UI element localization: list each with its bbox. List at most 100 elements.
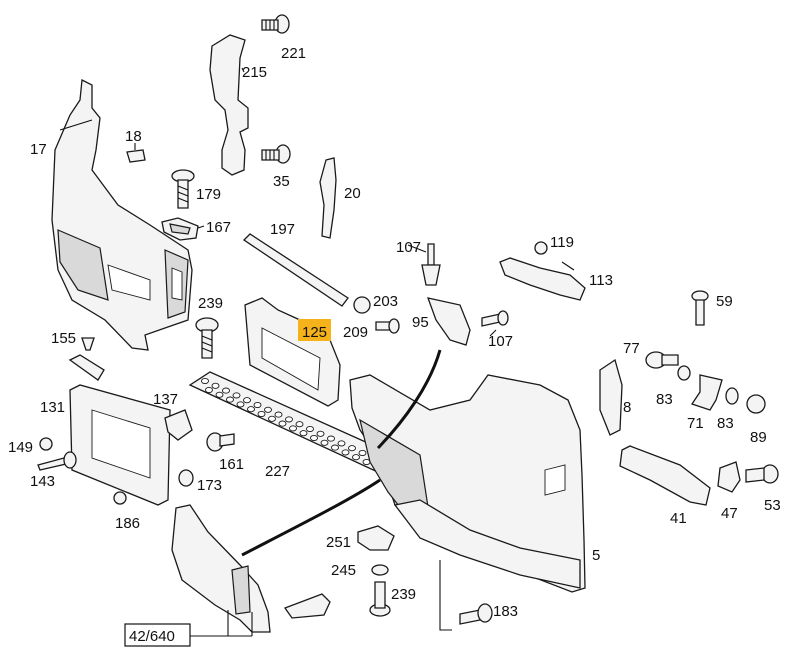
grille-hole (268, 415, 276, 422)
label-239b[interactable]: 239 (391, 586, 416, 603)
label-161[interactable]: 161 (219, 456, 244, 473)
label-131[interactable]: 131 (40, 399, 65, 416)
label-59[interactable]: 59 (716, 293, 733, 310)
grille-hole (211, 382, 220, 389)
part-107-screw-lower[interactable] (481, 310, 509, 327)
part-186-clip[interactable] (113, 491, 127, 505)
part-239-bolt-upper[interactable] (195, 317, 219, 359)
label-179[interactable]: 179 (196, 186, 221, 203)
part-161-bolt[interactable] (206, 432, 235, 452)
label-107b[interactable]: 107 (488, 333, 513, 350)
part-239-bolt-lower[interactable] (369, 581, 391, 617)
part-17-bumper-end-left[interactable] (51, 78, 193, 351)
label-125[interactable]: 125 (302, 324, 327, 341)
label-53[interactable]: 53 (764, 497, 781, 514)
part-143-pin[interactable] (37, 451, 77, 471)
grille-hole (352, 454, 360, 461)
label-239a[interactable]: 239 (198, 295, 223, 312)
part-42-640-spoiler[interactable] (171, 504, 271, 633)
part-18-plug[interactable] (126, 143, 146, 163)
grille-hole (274, 411, 283, 418)
grille-hole (285, 416, 293, 423)
label-41[interactable]: 41 (670, 510, 687, 527)
label-167[interactable]: 167 (206, 219, 231, 236)
part-197-strip[interactable] (242, 233, 349, 307)
part-167-clip[interactable] (161, 217, 205, 241)
part-113-trim[interactable] (499, 257, 586, 301)
label-209[interactable]: 209 (343, 324, 368, 341)
label-35[interactable]: 35 (273, 173, 290, 190)
label-155[interactable]: 155 (51, 330, 76, 347)
label-83a[interactable]: 83 (656, 391, 673, 408)
grille-hole (215, 391, 224, 398)
label-18[interactable]: 18 (125, 128, 142, 145)
part-131-plate-holder[interactable] (69, 384, 171, 506)
part-83-washer-a[interactable] (677, 365, 691, 381)
label-137[interactable]: 137 (153, 391, 178, 408)
part-209-screw[interactable] (375, 318, 400, 334)
label-203[interactable]: 203 (373, 293, 398, 310)
label-197[interactable]: 197 (270, 221, 295, 238)
part-251-clip[interactable] (357, 525, 395, 551)
grille-hole (257, 410, 266, 418)
part-173-washer[interactable] (178, 469, 194, 487)
part-221-screw[interactable] (261, 14, 290, 34)
label-186[interactable]: 186 (115, 515, 140, 532)
label-107a[interactable]: 107 (396, 239, 421, 256)
part-41-bracket[interactable] (619, 445, 711, 506)
label-245[interactable]: 245 (331, 562, 356, 579)
grille-hole (295, 421, 304, 428)
part-5-main-bumper[interactable] (349, 374, 586, 593)
grille-hole (299, 430, 308, 437)
part-83-washer-b[interactable] (725, 387, 739, 405)
label-119[interactable]: 119 (550, 234, 574, 251)
label-227[interactable]: 227 (265, 463, 290, 480)
reference-box[interactable]: 42/640 (124, 623, 191, 647)
part-35-screw[interactable] (261, 144, 291, 164)
label-113[interactable]: 113 (589, 272, 613, 289)
part-183-screw[interactable] (459, 603, 493, 625)
label-83b[interactable]: 83 (717, 415, 734, 432)
part-179-bolt[interactable] (171, 169, 195, 209)
part-215-bracket[interactable] (209, 34, 249, 176)
label-5[interactable]: 5 (592, 547, 600, 564)
part-149-screw[interactable] (39, 437, 53, 451)
label-95[interactable]: 95 (412, 314, 429, 331)
label-143[interactable]: 143 (30, 473, 55, 490)
part-119-washer[interactable] (534, 241, 548, 255)
part-245-washer[interactable] (371, 564, 389, 576)
label-47[interactable]: 47 (721, 505, 738, 522)
part-125-bracket[interactable] (244, 297, 341, 407)
grille-hole (247, 406, 255, 413)
part-8-bracket[interactable] (599, 358, 623, 436)
label-20[interactable]: 20 (344, 185, 361, 202)
label-71[interactable]: 71 (687, 415, 704, 432)
label-221[interactable]: 221 (281, 45, 306, 62)
part-95-cover[interactable] (426, 297, 471, 346)
part-53-bolt[interactable] (745, 464, 779, 484)
part-20-bracket[interactable] (319, 157, 337, 239)
label-77[interactable]: 77 (623, 340, 640, 357)
grille-hole (236, 401, 245, 408)
label-149[interactable]: 149 (8, 439, 33, 456)
part-77-bolt[interactable] (645, 351, 679, 369)
part-155-plug[interactable] (68, 337, 105, 381)
label-89[interactable]: 89 (750, 429, 767, 446)
label-251[interactable]: 251 (326, 534, 351, 551)
grille-hole (310, 434, 318, 442)
part-89-nut[interactable] (746, 394, 766, 414)
label-173[interactable]: 173 (197, 477, 222, 494)
part-107-screw-upper[interactable] (421, 243, 441, 286)
label-8[interactable]: 8 (623, 399, 631, 416)
part-137-clip[interactable] (164, 409, 193, 441)
part-71-bracket[interactable] (690, 374, 723, 411)
label-183[interactable]: 183 (493, 603, 518, 620)
grille-hole (316, 430, 325, 437)
part-203-nut[interactable] (353, 296, 371, 314)
label-17[interactable]: 17 (30, 141, 47, 158)
part-59-bolt[interactable] (691, 290, 709, 326)
part-spoiler-clip[interactable] (283, 593, 331, 619)
grille-hole (348, 445, 356, 452)
label-215[interactable]: 215 (242, 64, 267, 81)
part-47-clip[interactable] (717, 461, 741, 493)
